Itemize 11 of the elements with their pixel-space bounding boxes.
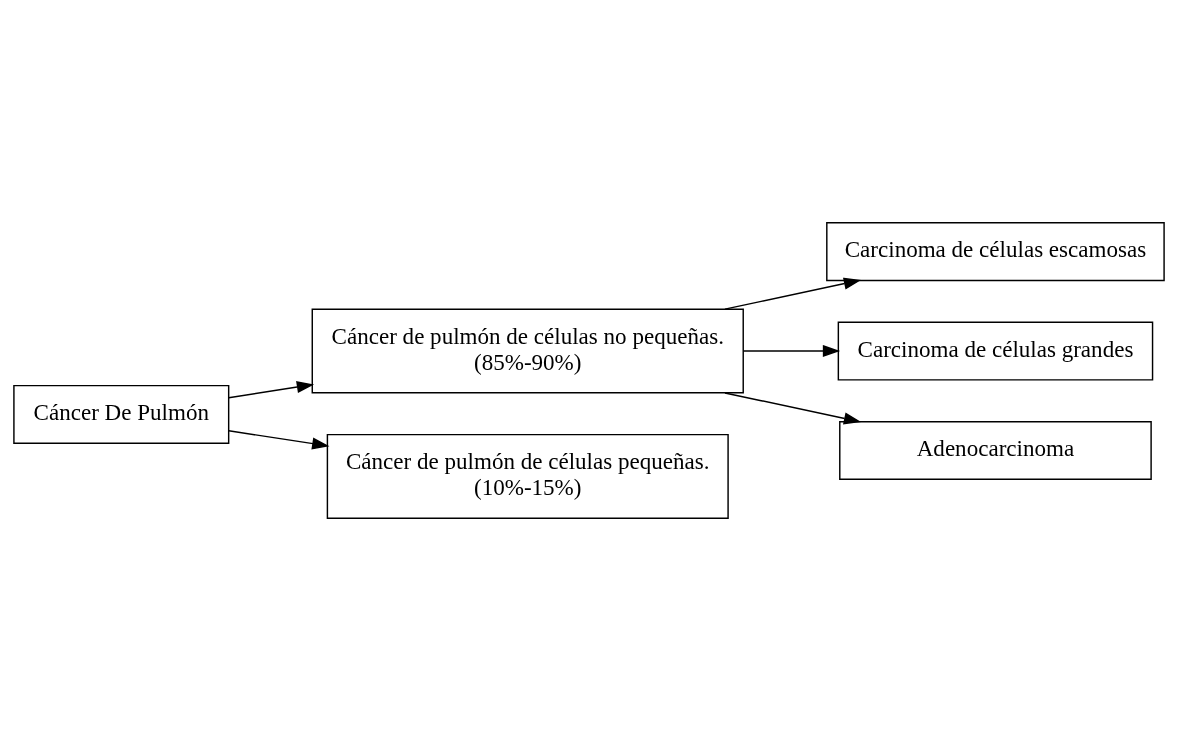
- arrow: [228, 380, 315, 399]
- node-box: Carcinoma de células grandes: [837, 321, 1154, 381]
- node-box: Carcinoma de células escamosas: [826, 221, 1165, 281]
- node-box: Cáncer de pulmón de células pequeñas. (10%-15%): [326, 433, 729, 519]
- node-box: Cáncer De Pulmón: [13, 384, 230, 444]
- arrow: [742, 344, 841, 357]
- arrow: [724, 277, 862, 310]
- arrow: [724, 391, 862, 424]
- arrow: [228, 429, 330, 450]
- node-box: Cáncer de pulmón de células no pequeñas. (85%-90%): [311, 308, 744, 394]
- node-box: Adenocarcinoma: [839, 420, 1152, 480]
